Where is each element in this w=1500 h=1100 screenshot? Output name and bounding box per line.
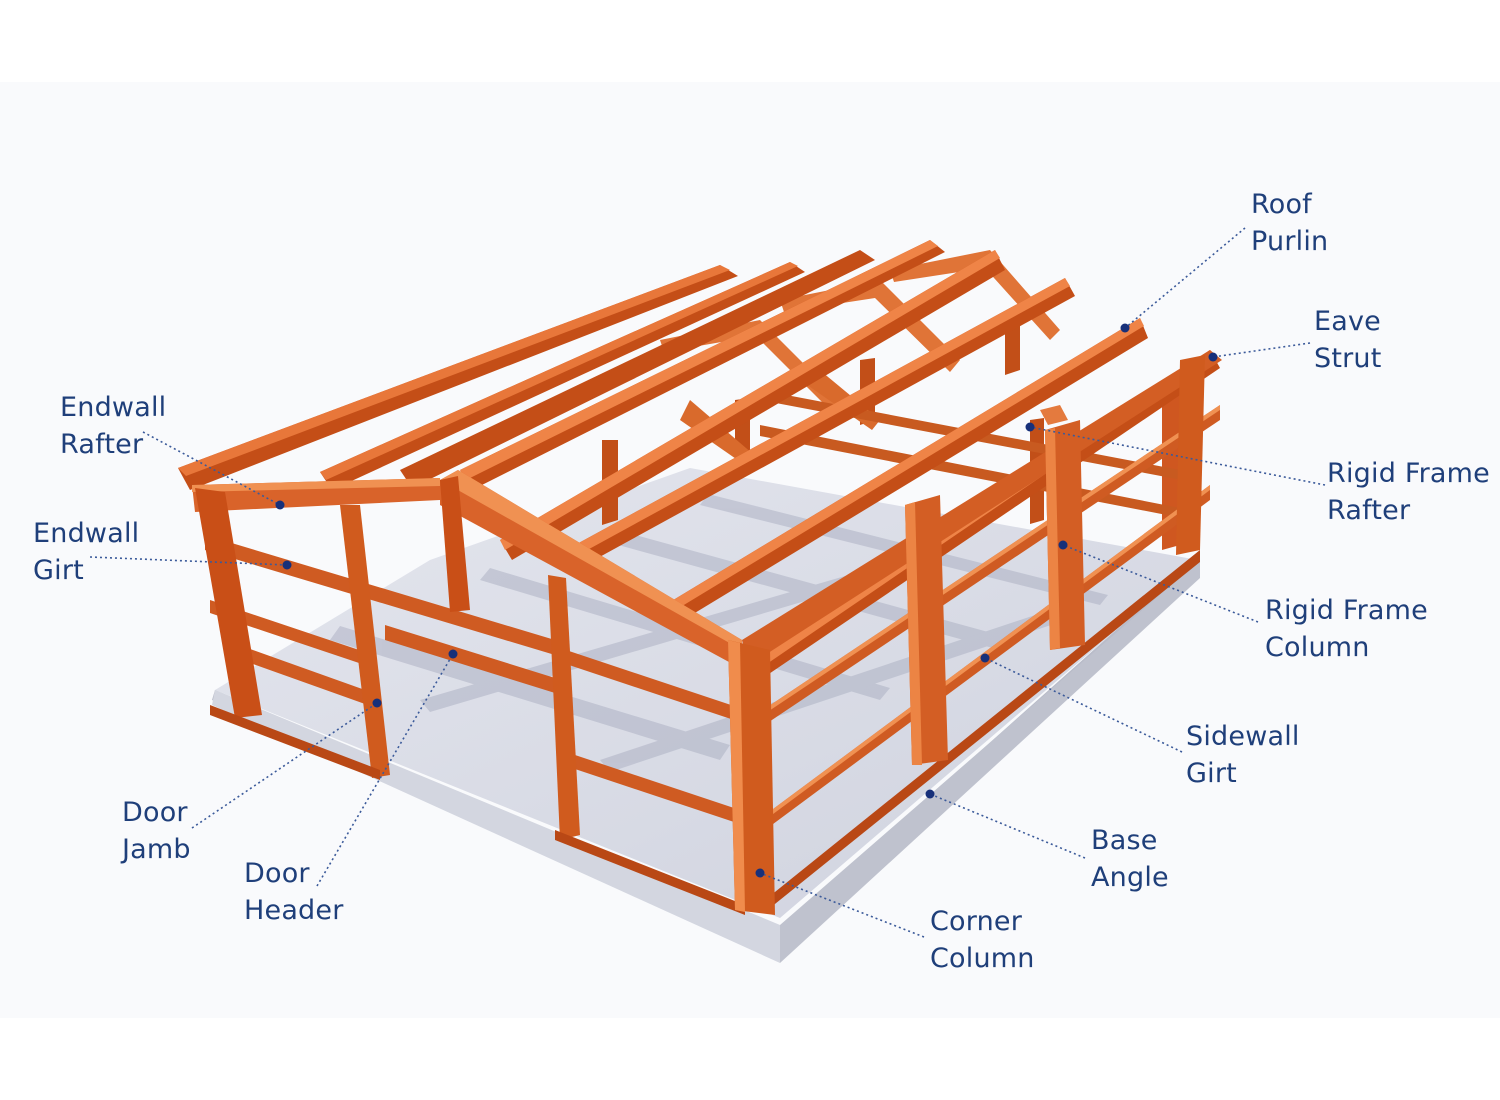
label-door-header-line2: Header <box>244 895 344 926</box>
label-rigid-frame-rafter-line1: Rigid Frame <box>1327 458 1490 489</box>
label-endwall-girt: Endwall Girt <box>33 515 139 589</box>
label-rigid-frame-rafter-line2: Rafter <box>1327 495 1411 526</box>
label-door-jamb: Door Jamb <box>122 794 191 868</box>
label-rigid-frame-rafter: Rigid Frame Rafter <box>1327 455 1490 529</box>
label-sidewall-girt: Sidewall Girt <box>1186 718 1300 792</box>
label-sidewall-girt-line2: Girt <box>1186 758 1237 789</box>
label-roof-purlin: Roof Purlin <box>1251 186 1328 260</box>
label-base-angle: Base Angle <box>1091 822 1169 896</box>
label-rigid-frame-column-line1: Rigid Frame <box>1265 595 1428 626</box>
label-endwall-rafter: Endwall Rafter <box>60 389 166 463</box>
leader-dots <box>275 323 1218 878</box>
label-rigid-frame-column: Rigid Frame Column <box>1265 592 1428 666</box>
label-eave-strut-line1: Eave <box>1314 306 1381 337</box>
label-door-jamb-line1: Door <box>122 797 188 828</box>
sidewall-frame <box>728 355 1220 915</box>
label-door-header-line1: Door <box>244 858 310 889</box>
label-roof-purlin-line1: Roof <box>1251 189 1312 220</box>
label-endwall-girt-line2: Girt <box>33 555 84 586</box>
label-sidewall-girt-line1: Sidewall <box>1186 721 1300 752</box>
label-endwall-girt-line1: Endwall <box>33 518 140 549</box>
label-endwall-rafter-line1: Endwall <box>60 392 167 423</box>
label-corner-column-line2: Column <box>930 943 1035 974</box>
leader-lines <box>89 227 1326 938</box>
label-base-angle-line1: Base <box>1091 825 1158 856</box>
label-corner-column: Corner Column <box>930 903 1035 977</box>
label-eave-strut-line2: Strut <box>1314 343 1382 374</box>
label-eave-strut: Eave Strut <box>1314 303 1382 377</box>
label-base-angle-line2: Angle <box>1091 862 1169 893</box>
rigid-frame-front <box>440 350 1222 668</box>
endwall-frame <box>192 476 745 915</box>
label-rigid-frame-column-line2: Column <box>1265 632 1370 663</box>
label-roof-purlin-line2: Purlin <box>1251 226 1329 257</box>
label-corner-column-line1: Corner <box>930 906 1023 937</box>
label-endwall-rafter-line2: Rafter <box>60 429 144 460</box>
label-door-jamb-line2: Jamb <box>122 834 191 865</box>
label-door-header: Door Header <box>244 855 344 929</box>
